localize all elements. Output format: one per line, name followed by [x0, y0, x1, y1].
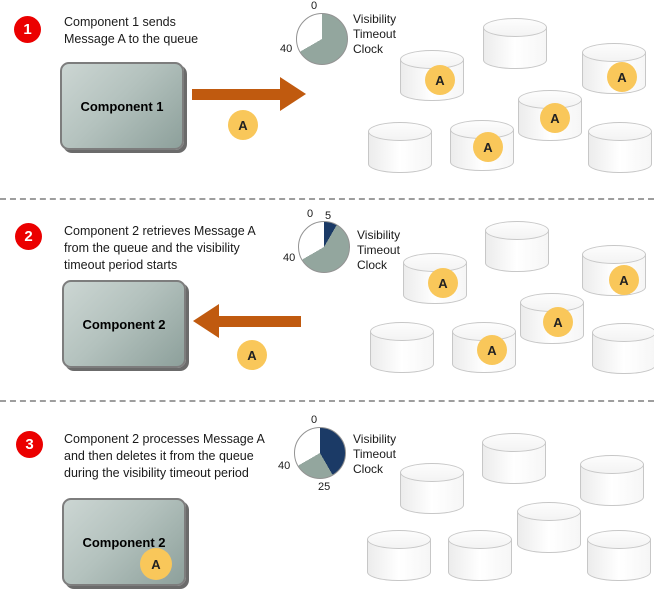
- clock-2-tick-40: 40: [283, 252, 296, 264]
- message-a-label: A: [438, 275, 448, 291]
- message-a-label: A: [151, 556, 161, 572]
- step-3-number: 3: [25, 436, 34, 453]
- section-divider: [0, 198, 654, 200]
- queue-cylinder: A: [450, 120, 514, 178]
- message-a-label: A: [619, 272, 629, 288]
- section-divider: [0, 400, 654, 402]
- queue-cylinder: A: [518, 90, 582, 148]
- send-arrow-head-icon: [280, 77, 306, 111]
- queue-cylinder: [370, 322, 434, 380]
- message-a-badge: A: [543, 307, 573, 337]
- step-2-description: Component 2 retrieves Message A from the…: [64, 224, 256, 272]
- message-a-badge: A: [607, 62, 637, 92]
- message-a-label: A: [617, 69, 627, 85]
- queue-cylinder: [580, 455, 644, 513]
- component-2-label: Component 2: [82, 534, 166, 550]
- queue-cylinder: [367, 530, 431, 588]
- clock-3-tick-40: 40: [278, 460, 291, 472]
- message-a-badge: A: [140, 548, 172, 580]
- message-a-badge: A: [228, 110, 258, 140]
- message-a-label: A: [553, 314, 563, 330]
- step-1-description: Component 1 sends Message A to the queue: [64, 15, 199, 46]
- queue-cylinder: A: [452, 322, 516, 380]
- queue-cylinder: [483, 18, 547, 76]
- message-a-badge: A: [473, 132, 503, 162]
- queue-cylinder: [587, 530, 651, 588]
- queue-cylinder: [592, 323, 654, 381]
- queue-cylinder: A: [400, 50, 464, 108]
- clock-3-caption: Visibility Timeout Clock: [353, 432, 397, 476]
- clock-3-tick-0: 0: [311, 414, 318, 426]
- clock-3-tick-25: 25: [318, 481, 331, 493]
- queue-cylinder: [517, 502, 581, 560]
- visibility-timeout-clock-icon-3: [294, 427, 346, 479]
- clock-2-caption: Visibility Timeout Clock: [357, 228, 401, 272]
- queue-cylinder: A: [403, 253, 467, 311]
- component-2-box: Component 2: [62, 280, 186, 368]
- step-1-badge: 1: [14, 16, 41, 43]
- queue-cylinder: A: [582, 43, 646, 101]
- step-3-description: Component 2 processes Message A and then…: [64, 432, 265, 480]
- queue-cylinder: A: [582, 245, 646, 303]
- message-a-label: A: [247, 347, 257, 363]
- queue-cylinder: [400, 463, 464, 521]
- step-3-badge: 3: [16, 431, 43, 458]
- message-a-badge: A: [237, 340, 267, 370]
- send-arrow-shaft: [192, 89, 280, 100]
- visibility-timeout-clock-icon-1: [296, 13, 348, 65]
- component-2-label: Component 2: [82, 316, 166, 332]
- queue-cylinder: [448, 530, 512, 588]
- message-a-badge: A: [428, 268, 458, 298]
- queue-cylinder: A: [520, 293, 584, 351]
- clock-1-tick-0: 0: [311, 0, 318, 12]
- message-a-badge: A: [425, 65, 455, 95]
- message-a-label: A: [435, 72, 445, 88]
- message-a-label: A: [487, 342, 497, 358]
- message-a-badge: A: [609, 265, 639, 295]
- clock-1-caption: Visibility Timeout Clock: [353, 12, 397, 56]
- retrieve-arrow-shaft: [219, 316, 301, 327]
- component-2-box: Component 2 A: [62, 498, 186, 586]
- step-2-badge: 2: [15, 223, 42, 250]
- clock-1-tick-40: 40: [280, 43, 293, 55]
- message-a-label: A: [238, 117, 248, 133]
- clock-2-tick-5: 5: [325, 210, 332, 222]
- queue-cylinder: [482, 433, 546, 491]
- component-1-box: Component 1: [60, 62, 184, 150]
- component-1-label: Component 1: [80, 98, 164, 114]
- message-a-label: A: [483, 139, 493, 155]
- step-2-number: 2: [24, 228, 33, 245]
- message-a-badge: A: [477, 335, 507, 365]
- visibility-timeout-clock-icon-2: [298, 221, 350, 273]
- message-a-label: A: [550, 110, 560, 126]
- step-1-number: 1: [23, 21, 32, 38]
- queue-cylinder: [588, 122, 652, 180]
- clock-2-tick-0: 0: [307, 208, 314, 220]
- queue-cylinder: [368, 122, 432, 180]
- retrieve-arrow-head-icon: [193, 304, 219, 338]
- message-a-badge: A: [540, 103, 570, 133]
- queue-cylinder: [485, 221, 549, 279]
